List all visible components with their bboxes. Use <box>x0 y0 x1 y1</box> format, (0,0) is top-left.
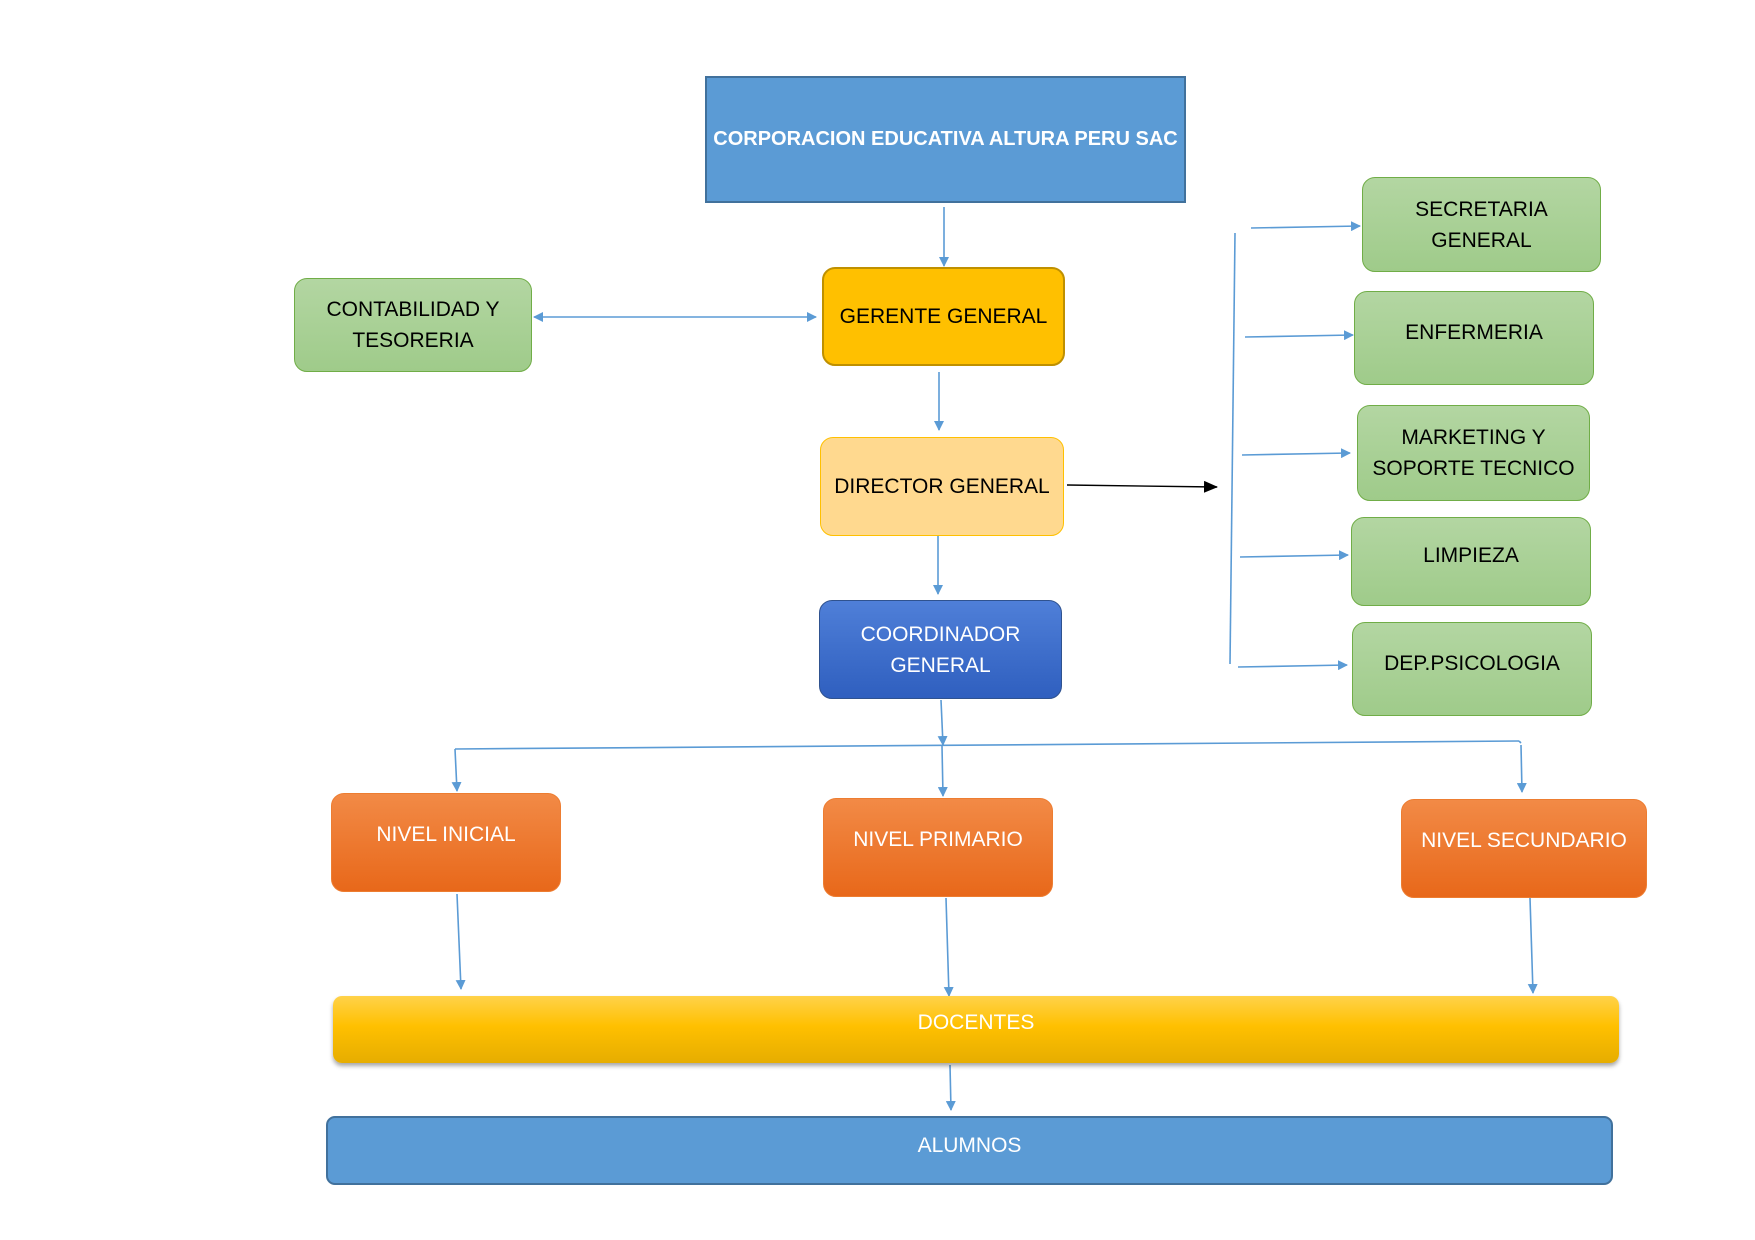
arrow-primario-to-docentes <box>943 897 954 997</box>
arrow-to-enfermeria <box>1244 330 1354 341</box>
arrow-to-marketing <box>1241 448 1351 459</box>
arrow-bus-to-primario <box>937 745 948 797</box>
node-corporacion: CORPORACION EDUCATIVA ALTURA PERU SAC <box>705 76 1186 203</box>
arrow-bus-to-secundario <box>1516 744 1527 793</box>
arrow-inicial-to-docentes <box>455 893 466 990</box>
node-contabilidad: CONTABILIDAD Y TESORERIA <box>294 278 532 372</box>
node-nivel-primario: NIVEL PRIMARIO <box>823 798 1053 897</box>
node-secretaria-general-label: SECRETARIA GENERAL <box>1415 197 1548 252</box>
arrow-docentes-to-alumnos <box>945 1064 956 1111</box>
node-alumnos-label: ALUMNOS <box>917 1134 1022 1157</box>
arrow-bus-to-inicial <box>451 748 462 792</box>
node-limpieza: LIMPIEZA <box>1351 517 1591 606</box>
node-nivel-inicial-label: NIVEL INICIAL <box>376 823 516 846</box>
node-gerente-general-label: GERENTE GENERAL <box>839 305 1048 328</box>
arrow-director-to-right-group <box>1066 480 1218 493</box>
node-alumnos: ALUMNOS <box>326 1116 1613 1185</box>
node-director-general: DIRECTOR GENERAL <box>820 437 1064 536</box>
node-coordinador-general-label: COORDINADOR GENERAL <box>860 622 1021 677</box>
node-secretaria-general: SECRETARIA GENERAL <box>1362 177 1601 272</box>
node-nivel-primario-label: NIVEL PRIMARIO <box>853 828 1023 851</box>
node-docentes-label: DOCENTES <box>917 1011 1035 1034</box>
node-enfermeria-label: ENFERMERIA <box>1405 321 1543 344</box>
node-marketing-label: MARKETING Y SOPORTE TECNICO <box>1372 426 1575 480</box>
node-contabilidad-label: CONTABILIDAD Y TESORERIA <box>326 298 500 352</box>
node-docentes: DOCENTES <box>333 996 1619 1063</box>
arrow-to-limpieza <box>1239 550 1349 561</box>
node-director-general-label: DIRECTOR GENERAL <box>834 475 1050 498</box>
node-nivel-secundario: NIVEL SECUNDARIO <box>1401 799 1647 898</box>
node-enfermeria: ENFERMERIA <box>1354 291 1594 385</box>
node-nivel-inicial: NIVEL INICIAL <box>331 793 561 892</box>
arrow-to-secretaria <box>1250 221 1361 232</box>
node-marketing: MARKETING Y SOPORTE TECNICO <box>1357 405 1590 501</box>
vertical-bus-right <box>1229 232 1236 665</box>
node-gerente-general: GERENTE GENERAL <box>822 267 1065 366</box>
node-corporacion-label: CORPORACION EDUCATIVA ALTURA PERU SAC <box>713 128 1178 150</box>
node-psicologia: DEP.PSICOLOGIA <box>1352 622 1592 716</box>
node-coordinador-general: COORDINADOR GENERAL <box>819 600 1062 699</box>
node-psicologia-label: DEP.PSICOLOGIA <box>1384 652 1560 675</box>
arrow-coordinador-to-bus <box>937 699 948 746</box>
node-nivel-secundario-label: NIVEL SECUNDARIO <box>1421 829 1627 852</box>
arrow-to-psicologia <box>1237 660 1348 671</box>
horizontal-bus-levels <box>454 740 1520 750</box>
arrow-secundario-to-docentes <box>1527 897 1538 994</box>
node-limpieza-label: LIMPIEZA <box>1423 544 1519 567</box>
drop-secundario <box>1518 740 1522 744</box>
